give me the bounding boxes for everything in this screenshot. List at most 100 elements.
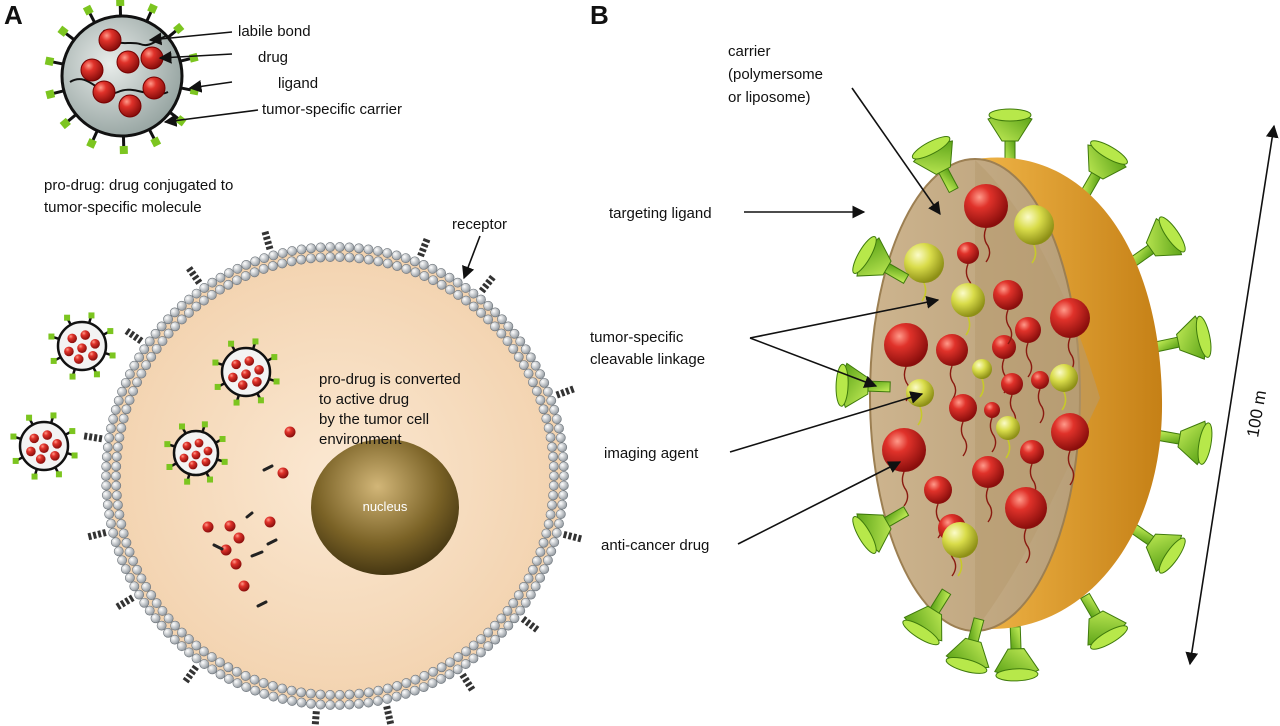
drug-linker xyxy=(960,421,968,457)
membrane-bead xyxy=(558,451,569,462)
membrane-bead xyxy=(113,395,124,406)
membrane-bead xyxy=(543,423,554,433)
membrane-bead xyxy=(468,653,479,664)
membrane-bead xyxy=(184,647,194,658)
membrane-bead xyxy=(156,620,167,631)
membrane-bead xyxy=(530,360,541,371)
membrane-bead xyxy=(215,284,225,295)
receptor xyxy=(115,594,135,610)
membrane-bead xyxy=(373,685,384,696)
membrane-bead xyxy=(508,598,519,609)
ligand-head xyxy=(233,399,240,406)
membrane-bead xyxy=(106,518,116,529)
membrane-bead xyxy=(151,598,162,609)
membrane-bead xyxy=(306,243,316,254)
nucleus xyxy=(311,439,459,575)
membrane-bead xyxy=(445,657,455,668)
membrane-bead xyxy=(157,336,168,346)
membrane-bead xyxy=(305,688,316,699)
membrane-bead xyxy=(113,500,123,510)
membrane-bead xyxy=(523,368,534,379)
anti-cancer-drug xyxy=(993,280,1023,310)
membrane-bead xyxy=(124,369,135,380)
membrane-bead xyxy=(114,509,125,520)
membrane-bead xyxy=(184,294,194,305)
ligand-head xyxy=(48,333,55,340)
membrane-bead xyxy=(141,581,152,592)
membrane-bead xyxy=(325,700,336,710)
membrane-bead xyxy=(267,261,278,271)
membrane-bead xyxy=(543,555,553,566)
targeting-ligand xyxy=(1129,523,1186,574)
targeting-ligand xyxy=(945,617,990,674)
ligand-head xyxy=(273,378,280,385)
membrane-bead xyxy=(418,259,429,270)
membrane-bead xyxy=(503,620,514,631)
membrane-bead xyxy=(296,254,307,265)
membrane-bead xyxy=(101,461,112,472)
receptor xyxy=(124,327,144,344)
free-drug xyxy=(238,580,250,592)
drug-sphere xyxy=(252,377,262,387)
membrane-bead xyxy=(513,351,524,362)
membrane-bead xyxy=(259,253,270,264)
ligand-head xyxy=(88,312,95,319)
membrane-bead xyxy=(129,581,140,592)
membrane-bead xyxy=(452,664,463,675)
ligand-head xyxy=(26,414,33,421)
anti-cancer-drug xyxy=(972,456,1004,488)
imaging-agent xyxy=(1050,364,1078,392)
membrane-bead xyxy=(286,685,297,696)
membrane-bead xyxy=(476,307,486,318)
nucleus-label: nucleus xyxy=(363,499,408,514)
drug-sphere xyxy=(35,454,46,464)
anti-cancer-drug xyxy=(957,242,979,264)
drug-sphere xyxy=(254,365,264,375)
membrane-bead xyxy=(191,288,202,299)
membrane-bead xyxy=(520,597,531,608)
targeting-ligand xyxy=(1129,216,1186,267)
membrane-bead xyxy=(108,414,119,424)
ligand-head xyxy=(50,412,57,419)
membrane-bead xyxy=(250,685,261,696)
targeting-ligand xyxy=(911,136,959,194)
drug-sphere xyxy=(244,356,255,366)
membrane-bead xyxy=(207,664,218,675)
drug-sphere xyxy=(142,76,166,100)
membrane-bead xyxy=(546,395,557,406)
membrane-bead xyxy=(515,336,526,347)
imaging-linker xyxy=(1031,244,1037,264)
legend-carrier-particle xyxy=(44,0,200,155)
membrane-bead xyxy=(132,564,142,575)
targeting-ligand xyxy=(1155,315,1212,360)
membrane-bead xyxy=(373,256,384,267)
ligand-head xyxy=(228,340,235,347)
membrane-bead xyxy=(525,352,536,363)
drug-sphere xyxy=(203,446,213,456)
membrane-bead xyxy=(296,697,307,708)
membrane-bead xyxy=(286,256,297,267)
membrane-bead xyxy=(518,581,529,592)
free-drug xyxy=(220,544,232,556)
membrane-bead xyxy=(382,248,393,258)
anti-cancer-drug xyxy=(1015,317,1041,343)
membrane-bead xyxy=(547,442,557,452)
membrane-bead xyxy=(224,268,234,278)
receptor xyxy=(383,705,395,725)
membrane-bead xyxy=(241,259,252,270)
label-carrier-line2: (polymersome xyxy=(728,66,823,83)
membrane-bead xyxy=(508,343,519,354)
membrane-bead xyxy=(545,509,556,520)
membrane-bead xyxy=(551,414,562,424)
receptor xyxy=(562,530,582,543)
membrane-bead xyxy=(296,687,307,698)
ligand-head xyxy=(44,56,55,67)
anti-cancer-drug xyxy=(1031,371,1049,389)
label-drug: drug xyxy=(258,49,288,66)
membrane-bead xyxy=(306,698,316,709)
drug-sphere xyxy=(188,460,198,470)
drug-sphere xyxy=(67,333,77,344)
membrane-bead xyxy=(428,275,439,286)
imaging-linker xyxy=(979,378,985,398)
ligand-head xyxy=(107,328,114,335)
